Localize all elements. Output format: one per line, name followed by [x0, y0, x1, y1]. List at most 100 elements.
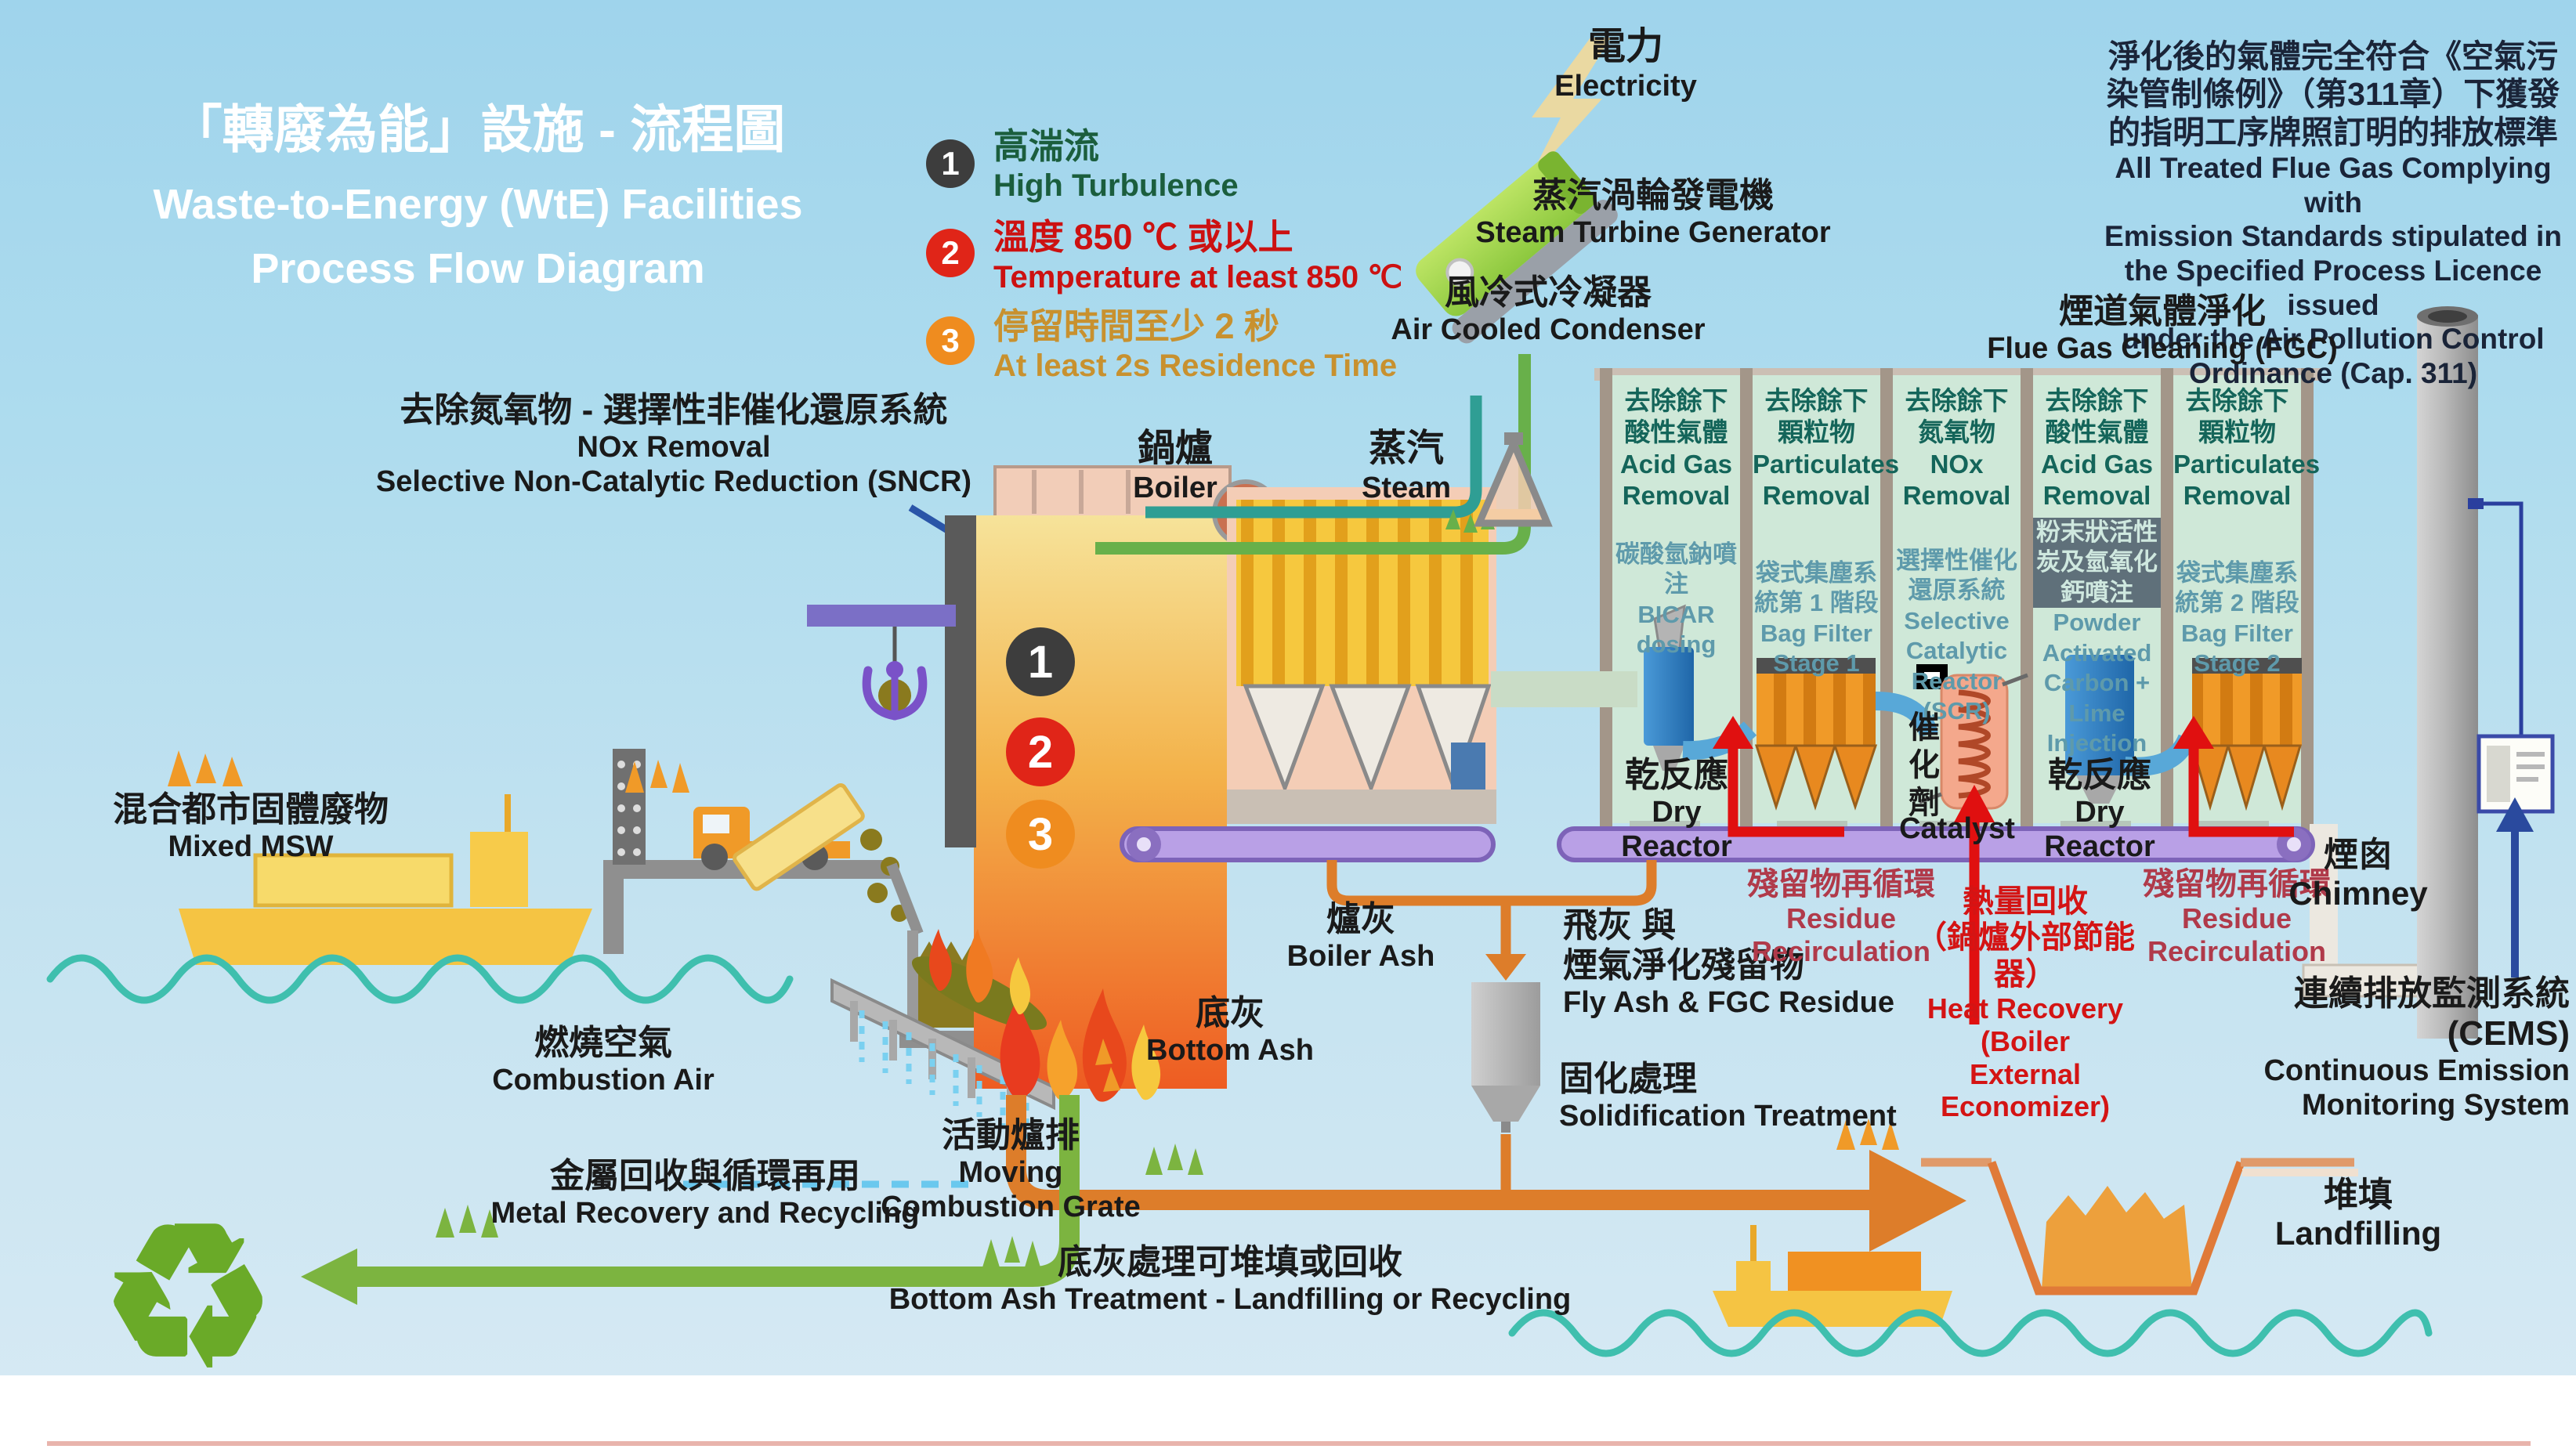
waves-left [46, 954, 794, 1004]
condenser-label: 風冷式冷凝器 Air Cooled Condenser [1376, 273, 1720, 347]
sncr-label: 去除氮氧物 - 選擇性非催化還原系統 NOx Removal Selective… [360, 390, 987, 499]
legend-item1-en: High Turbulence [993, 168, 1239, 203]
compliance-note: 淨化後的氣體完全符合《空氣污 染管制條例》（第311章）下獲發 的指明工序牌照訂… [2097, 38, 2570, 391]
fgc-panel5-sub-zh: 袋式集塵系統第 2 階段 [2175, 559, 2299, 617]
bag-filter-stage1-icon [1754, 658, 1938, 811]
solidification-zh: 固化處理 [1559, 1060, 1697, 1098]
heat-recovery-label: 熱量回收 （鍋爐外部節能器） Heat Recovery (Boiler Ext… [1896, 883, 2155, 1123]
scr-catalyst-icon [1916, 664, 2028, 810]
catalyst-en: Catalyst [1899, 812, 2015, 845]
fgc-panel4-header: 去除餘下酸性氣體 Acid Gas Removal [2033, 385, 2161, 511]
electricity-en: Electricity [1554, 69, 1697, 103]
steam-turbine-zh: 蒸汽渦輪發電機 [1532, 176, 1774, 215]
conveyor-boiler [1120, 826, 1496, 862]
boiler-section [1227, 487, 1496, 824]
dry-reactor1-en: Dry Reactor [1621, 796, 1732, 864]
metal-recovery-en: Metal Recovery and Recycling [490, 1197, 920, 1230]
furnace-marker2-num: 2 [1027, 726, 1054, 778]
legend-marker-3: 3 [926, 316, 975, 365]
fgc-panel-acid-gas-1: 去除餘下酸性氣體 Acid Gas Removal 碳酸氫鈉噴注 BICAR d… [1612, 385, 1740, 660]
fgc-panel-particulates-2: 去除餘下顆粒物 Particulates Removal 袋式集塵系統第 2 階… [2173, 385, 2320, 679]
heat-recovery-en1: Heat Recovery (Boiler [1927, 992, 2124, 1057]
legend-item1-zh: 高湍流 [993, 126, 1100, 166]
compliance-en2: Emission Standards stipulated in [2104, 220, 2562, 253]
sncr-en2: Selective Non-Catalytic Reduction (SNCR) [375, 465, 972, 499]
ash-collection-pipe [1326, 860, 1657, 981]
green-triangle-clusters [436, 1144, 1203, 1267]
crane-tower [613, 749, 646, 865]
landfilling-zh: 堆填 [2324, 1176, 2393, 1214]
legend-item2-zh: 溫度 850 ℃ 或以上 [993, 217, 1293, 257]
compliance-en4: under the Air Pollution Control [2122, 323, 2545, 356]
moving-grate-label: 活動爐排 Moving Combustion Grate [877, 1115, 1144, 1224]
condenser-zh: 風冷式冷凝器 [1445, 273, 1652, 312]
residue-recirc-left-label: 殘留物再循環 Residue Recirculation [1720, 866, 1963, 968]
furnace-marker3-num: 3 [1027, 808, 1054, 860]
orange-triangle-cluster-landfill [1095, 1039, 1899, 1150]
catalyst-zh2: 化 [1908, 748, 1940, 782]
fgc-panel5-sub: 袋式集塵系統第 2 階段 Bag Filter Stage 2 [2173, 558, 2301, 679]
msw-ship-icon [179, 794, 592, 965]
fly-ash-zh2: 煙氣淨化殘留物 [1563, 946, 1804, 985]
fgc-panel5-sub-en: Bag Filter Stage 2 [2181, 619, 2293, 678]
recycle-icon: ♻ [100, 1187, 276, 1406]
fgc-panel4-sub: 粉末狀活性炭及氫氧化鈣噴注 Powder Activated Carbon + … [2033, 518, 2161, 759]
mixed-msw-label: 混合都市固體廢物 Mixed MSW [47, 790, 454, 864]
legend-number-2: 2 [941, 234, 960, 271]
fgc-title-en: Flue Gas Cleaning (FGC) [1987, 332, 2338, 366]
fgc-panel3-sub: 選擇性催化還原系統 Selective Catalytic Reactor (S… [1893, 546, 2021, 727]
catalyst-label: Catalyst [1894, 811, 2020, 846]
electricity-label: 電力 Electricity [1520, 25, 1731, 103]
fgc-panel2-header-en: Particulates Removal [1753, 449, 1900, 510]
cems-en2: Monitoring System [2301, 1089, 2570, 1122]
residue-recirc-arrow-2 [2173, 716, 2294, 837]
flow-green-to-recycling [301, 1095, 1080, 1305]
cems-box-icon [2468, 498, 2555, 814]
compliance-zh3: 的指明工序牌照訂明的排放標準 [2108, 114, 2558, 150]
fgc-panel2-header-zh: 去除餘下顆粒物 [1764, 386, 1869, 447]
legend-marker-2: 2 [926, 229, 975, 277]
combustion-air-zh: 燃燒空氣 [534, 1024, 672, 1062]
page-footer-band [0, 1375, 2576, 1449]
fgc-panel1-sub-en: BICAR dosing [1636, 600, 1717, 659]
fgc-panel5-header-zh: 去除餘下顆粒物 [2185, 386, 2289, 447]
lightning-icon [1528, 38, 1611, 182]
boiler-ash-en: Boiler Ash [1286, 940, 1435, 974]
legend-item2-en: Temperature at least 850 ℃ [993, 260, 1403, 294]
dry-reactor1-zh: 乾反應 [1625, 756, 1728, 794]
fgc-panel4-header-en: Acid Gas Removal [2040, 449, 2154, 510]
fgc-panel4-sub-zh: 粉末狀活性炭及氫氧化鈣噴注 [2033, 518, 2161, 609]
electricity-zh: 電力 [1587, 26, 1663, 67]
landfilling-en: Landfilling [2274, 1215, 2442, 1252]
metal-recovery-zh: 金屬回收與循環再用 [550, 1157, 860, 1195]
landfill-pit-icon [1921, 1158, 2358, 1295]
fgc-panel3-sub-en: Selective Catalytic Reactor (SCR) [1904, 606, 2010, 725]
cems-en1: Continuous Emission [2263, 1054, 2570, 1088]
legend-item3-zh: 停留時間至少 2 秒 [993, 306, 1280, 346]
furnace-marker-1: 1 [1006, 627, 1075, 696]
steam-en: Steam [1361, 471, 1452, 504]
mixed-msw-en: Mixed MSW [168, 830, 334, 864]
legend-number-3: 3 [941, 322, 960, 359]
heat-recovery-zh1: 熱量回收 [1963, 884, 2088, 919]
legend-item-residence: 停留時間至少 2 秒 At least 2s Residence Time [993, 298, 1589, 384]
boiler-zh: 鍋爐 [1137, 428, 1213, 469]
boiler-label: 鍋爐 Boiler [1097, 427, 1254, 505]
moving-grate-en1: Moving [958, 1156, 1063, 1190]
truck-icon [693, 783, 908, 922]
fgc-panel1-header-en: Acid Gas Removal [1619, 449, 1733, 510]
legend-item-turbulence: 高湍流 High Turbulence [993, 117, 1589, 204]
fgc-title-label: 煙道氣體淨化 Flue Gas Cleaning (FGC) [1974, 291, 2350, 366]
residue-recirc-arrow-1 [1713, 716, 1844, 837]
flame-triangles-ship [168, 750, 243, 786]
fgc-panel4-header-zh: 去除餘下酸性氣體 [2045, 386, 2149, 447]
chimney-icon [2417, 306, 2478, 1039]
fgc-panel2-header: 去除餘下顆粒物 Particulates Removal [1753, 385, 1900, 511]
fgc-panel1-header-zh: 去除餘下酸性氣體 [1624, 386, 1728, 447]
boiler-ash-zh: 爐灰 [1326, 900, 1395, 938]
fgc-panel1-sub-zh: 碳酸氫鈉噴注 [1615, 540, 1737, 598]
flow-orange-to-landfill [1006, 1095, 1966, 1252]
metal-recovery-label: 金屬回收與循環再用 Metal Recovery and Recycling [407, 1156, 1003, 1230]
dry-reactor1-label: 乾反應 Dry Reactor [1610, 755, 1743, 864]
